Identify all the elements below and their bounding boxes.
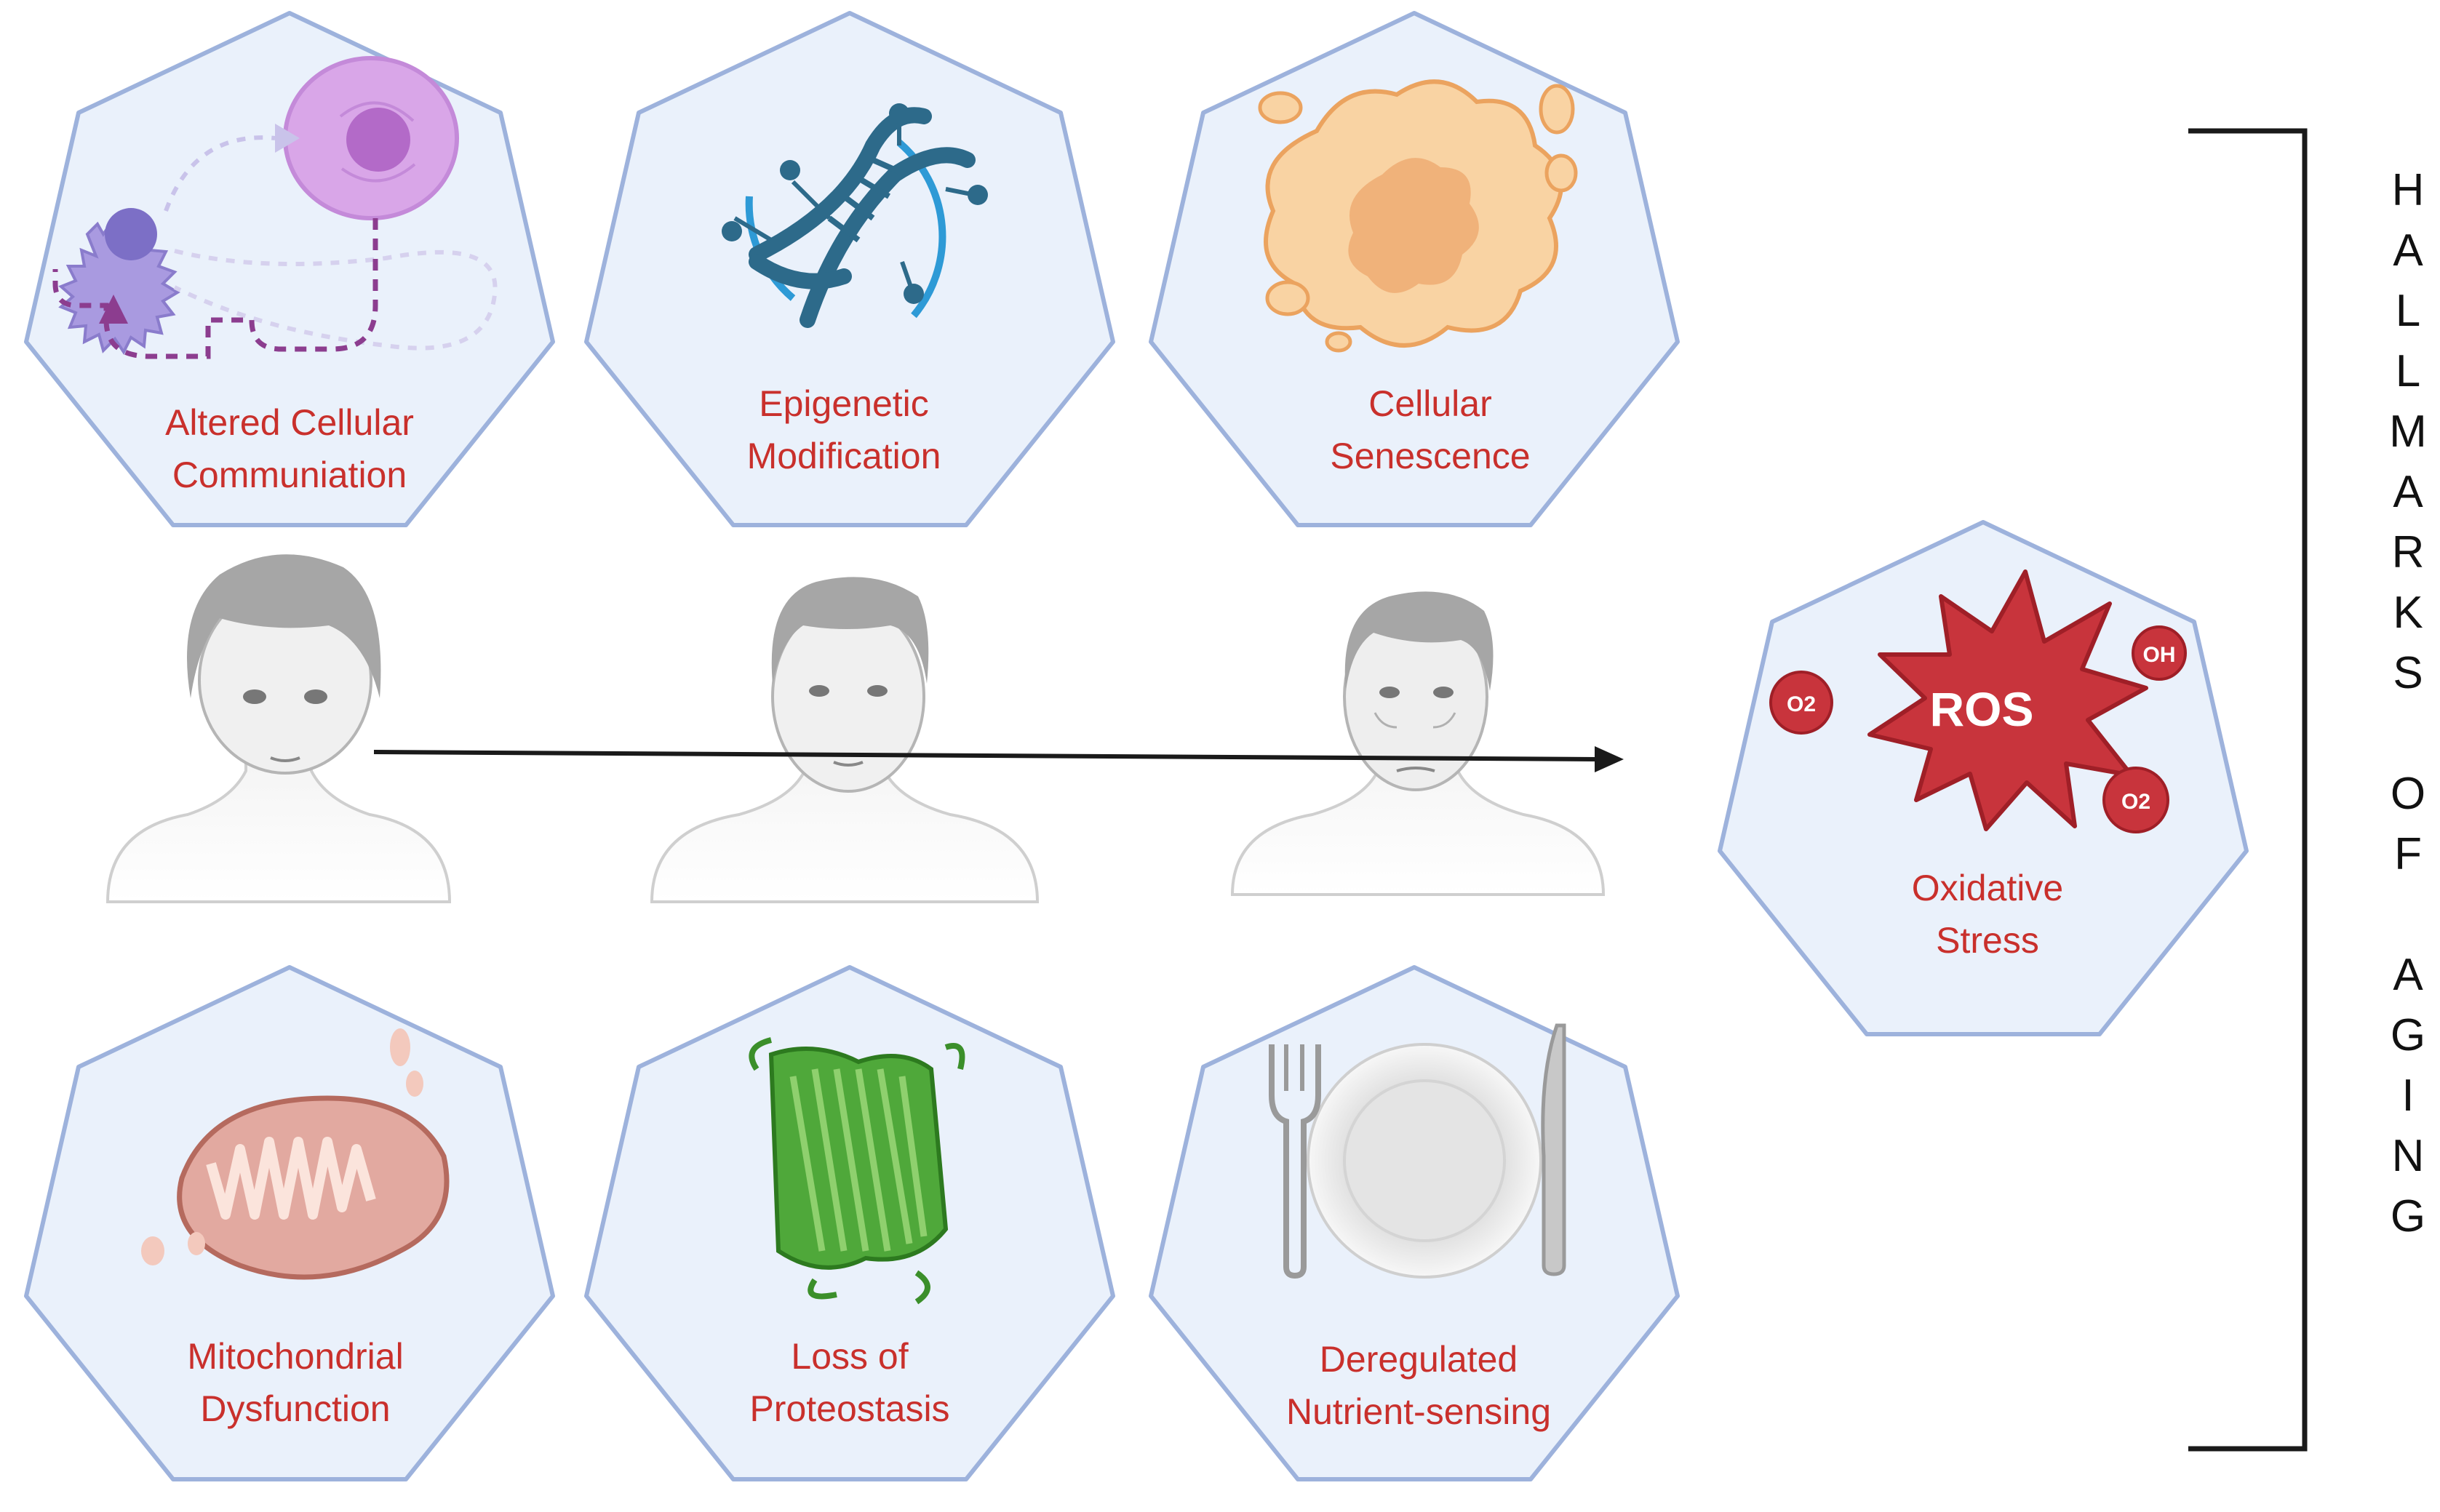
title-letter: G	[2390, 1010, 2426, 1060]
label-line1: Loss of	[791, 1336, 908, 1377]
title-letter: R	[2391, 527, 2425, 577]
mitochondrion-icon	[141, 1028, 450, 1280]
title-letter: A	[2393, 467, 2423, 517]
title-letter: A	[2393, 950, 2423, 1000]
hallmark-senescence: Cellular Senescence	[1151, 13, 1678, 525]
elderly-figure	[1230, 591, 1606, 896]
dna-icon	[722, 103, 988, 328]
title-letter: N	[2391, 1131, 2425, 1181]
immune-cell-icon	[58, 208, 180, 355]
title-letter: L	[2395, 346, 2421, 396]
ros-burst-icon: ROS	[1867, 569, 2148, 831]
label-line1: Altered Cellular	[165, 402, 414, 443]
label-line2: Stress	[1936, 920, 2039, 961]
adult-figure	[650, 577, 1040, 903]
title-letter: A	[2393, 225, 2423, 276]
label-line2: Modification	[747, 436, 941, 476]
hydroxyl-radical-icon: OH	[2132, 625, 2187, 681]
title-letter: O	[2390, 769, 2426, 819]
signal-path-return	[52, 218, 378, 359]
title-letter: L	[2395, 286, 2421, 336]
label-line1: Mitochondrial	[187, 1336, 403, 1377]
ros-label: ROS	[1929, 682, 2033, 736]
hallmark-communication: Altered Cellular Communiation	[26, 13, 553, 525]
label-line2: Dysfunction	[200, 1388, 390, 1429]
arrowhead-icon	[99, 295, 128, 324]
label-line2: Communiation	[172, 455, 407, 495]
plate-icon	[1307, 1043, 1542, 1279]
label-line1: Cellular	[1368, 383, 1492, 424]
title-letter: I	[2401, 1071, 2415, 1121]
child-figure	[105, 554, 452, 903]
peroxide-radical-icon: O2	[2102, 767, 2169, 833]
title-letter: G	[2390, 1191, 2426, 1241]
arrowhead-icon	[275, 124, 300, 153]
radical-label: O2	[1787, 692, 1816, 716]
label-line1: Oxidative	[1912, 868, 2063, 908]
signal-path-top	[164, 135, 276, 212]
radical-label: OH	[2143, 643, 2176, 667]
title-letter: K	[2393, 588, 2423, 638]
knife-icon	[1541, 1023, 1566, 1276]
radical-label: O2	[2121, 790, 2150, 814]
hallmark-epigenetic: Epigenetic Modification	[586, 13, 1113, 525]
superoxide-radical-icon: O2	[1769, 671, 1833, 735]
hallmark-proteostasis: Loss of Proteostasis	[586, 967, 1113, 1479]
arrowhead-icon	[1595, 746, 1624, 772]
title-letter: M	[2389, 407, 2427, 457]
bracket	[2188, 128, 2308, 1452]
label-line1: Epigenetic	[759, 383, 929, 424]
label-line1: Deregulated	[1320, 1339, 1518, 1380]
title-letter: S	[2393, 648, 2423, 698]
aging-timeline-arrow	[373, 750, 1598, 761]
title-letter: H	[2391, 165, 2425, 215]
hallmark-nutrient: Deregulated Nutrient-sensing	[1151, 967, 1678, 1479]
label-line2: Nutrient-sensing	[1286, 1391, 1551, 1432]
hallmark-mitochondrial: Mitochondrial Dysfunction	[26, 967, 553, 1479]
fork-icon	[1269, 1044, 1321, 1279]
title-letter: F	[2394, 829, 2422, 879]
target-cell-icon	[283, 56, 459, 220]
hallmark-oxidative: ROS O2 OH O2 Oxidative Stress	[1720, 522, 2246, 1034]
label-line2: Proteostasis	[749, 1388, 949, 1429]
label-line2: Senescence	[1330, 436, 1530, 476]
protein-icon	[749, 1037, 965, 1305]
signal-path-loop	[173, 249, 498, 351]
senescent-cell-icon	[1258, 79, 1578, 353]
